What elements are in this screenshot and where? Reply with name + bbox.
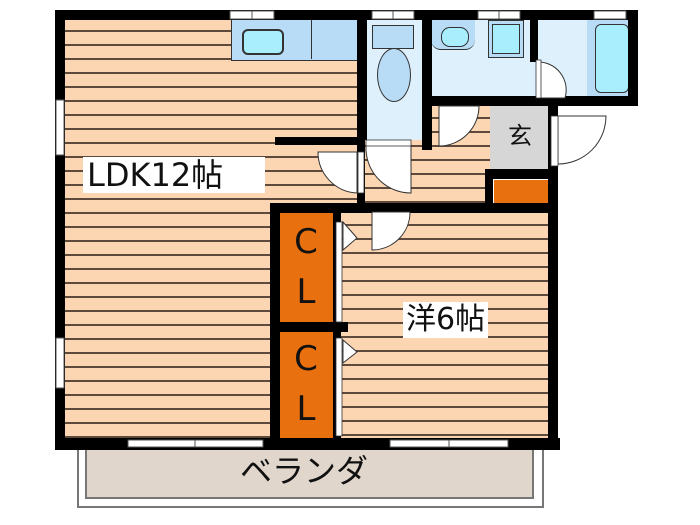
closet-lower: C L xyxy=(279,331,333,438)
toilet-bowl xyxy=(377,48,411,102)
balcony-label: ベランダ xyxy=(240,452,369,490)
ldk-label: LDK12帖 xyxy=(83,157,265,193)
western-room-label: 洋6帖 xyxy=(403,302,489,338)
kitchen-counter-divider xyxy=(311,19,312,59)
balcony xyxy=(85,443,534,499)
shoe-cabinet xyxy=(494,180,549,203)
washbasin xyxy=(441,27,469,47)
washing-machine-inner xyxy=(492,24,520,54)
closet-lower-label-c: C xyxy=(294,339,318,380)
entrance-label: 玄 xyxy=(508,122,532,150)
closet-upper-label-l: L xyxy=(296,271,316,312)
closet-upper-label-c: C xyxy=(294,222,318,263)
kitchen-sink xyxy=(242,29,284,55)
closet-lower-label-l: L xyxy=(296,388,316,429)
closet-upper: C L xyxy=(279,213,333,322)
entrance xyxy=(490,105,550,169)
